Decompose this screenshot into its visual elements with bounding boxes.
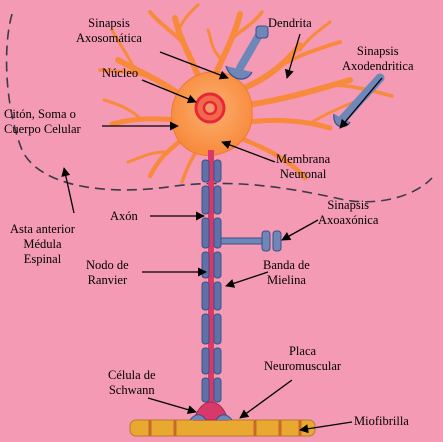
label-sinapsis-axosomatica: Sinapsis Axosomática (76, 16, 142, 45)
label-nodo-ranvier: Nodo de Ranvier (86, 258, 129, 287)
arrow-dendrita (284, 33, 301, 79)
label-banda-mielina: Banda de Mielina (263, 258, 310, 287)
arrow-miofibrilla (299, 421, 353, 434)
axoaxonic-synapse (220, 230, 282, 252)
neuromuscular-plate (193, 401, 229, 421)
arrow-schwann (147, 397, 197, 415)
label-nucleo: Núcleo (102, 66, 139, 80)
asta-anterior-outline (5, 13, 433, 203)
label-celula-schwann: Célula de Schwann (108, 368, 156, 397)
arrow-nucleo (141, 79, 197, 104)
label-citon: Citón, Soma o Cuerpo Celular (4, 107, 81, 136)
arrow-placa (239, 379, 293, 419)
arrow-axodendritica (339, 77, 383, 129)
myelin-sheath (201, 159, 222, 403)
axosomatic-terminal (225, 25, 269, 80)
pointer-arrows (61, 33, 383, 434)
arrow-mielina (225, 271, 269, 288)
label-placa-neuromuscular: Placa Neuromuscular (264, 344, 342, 373)
label-sinapsis-axodendritica: Sinapsis Axodendritica (342, 44, 414, 73)
label-dendrita: Dendrita (268, 16, 312, 30)
muscle-fiber (129, 419, 316, 437)
label-miofibrilla: Miofibrilla (354, 414, 409, 428)
axon-core (208, 150, 214, 412)
label-sinapsis-axoaxonica: Sinapsis Axoaxónica (318, 198, 379, 227)
nucleus (194, 92, 226, 124)
label-axon: Axón (110, 209, 138, 223)
arrow-membrana (221, 140, 276, 163)
arrow-asta (61, 167, 75, 214)
label-membrana-neuronal: Membrana Neuronal (276, 152, 331, 181)
label-asta-anterior: Asta anterior Médula Espinal (10, 222, 75, 266)
arrow-axosomatica (159, 51, 229, 80)
arrow-axoaxonica (281, 219, 319, 241)
